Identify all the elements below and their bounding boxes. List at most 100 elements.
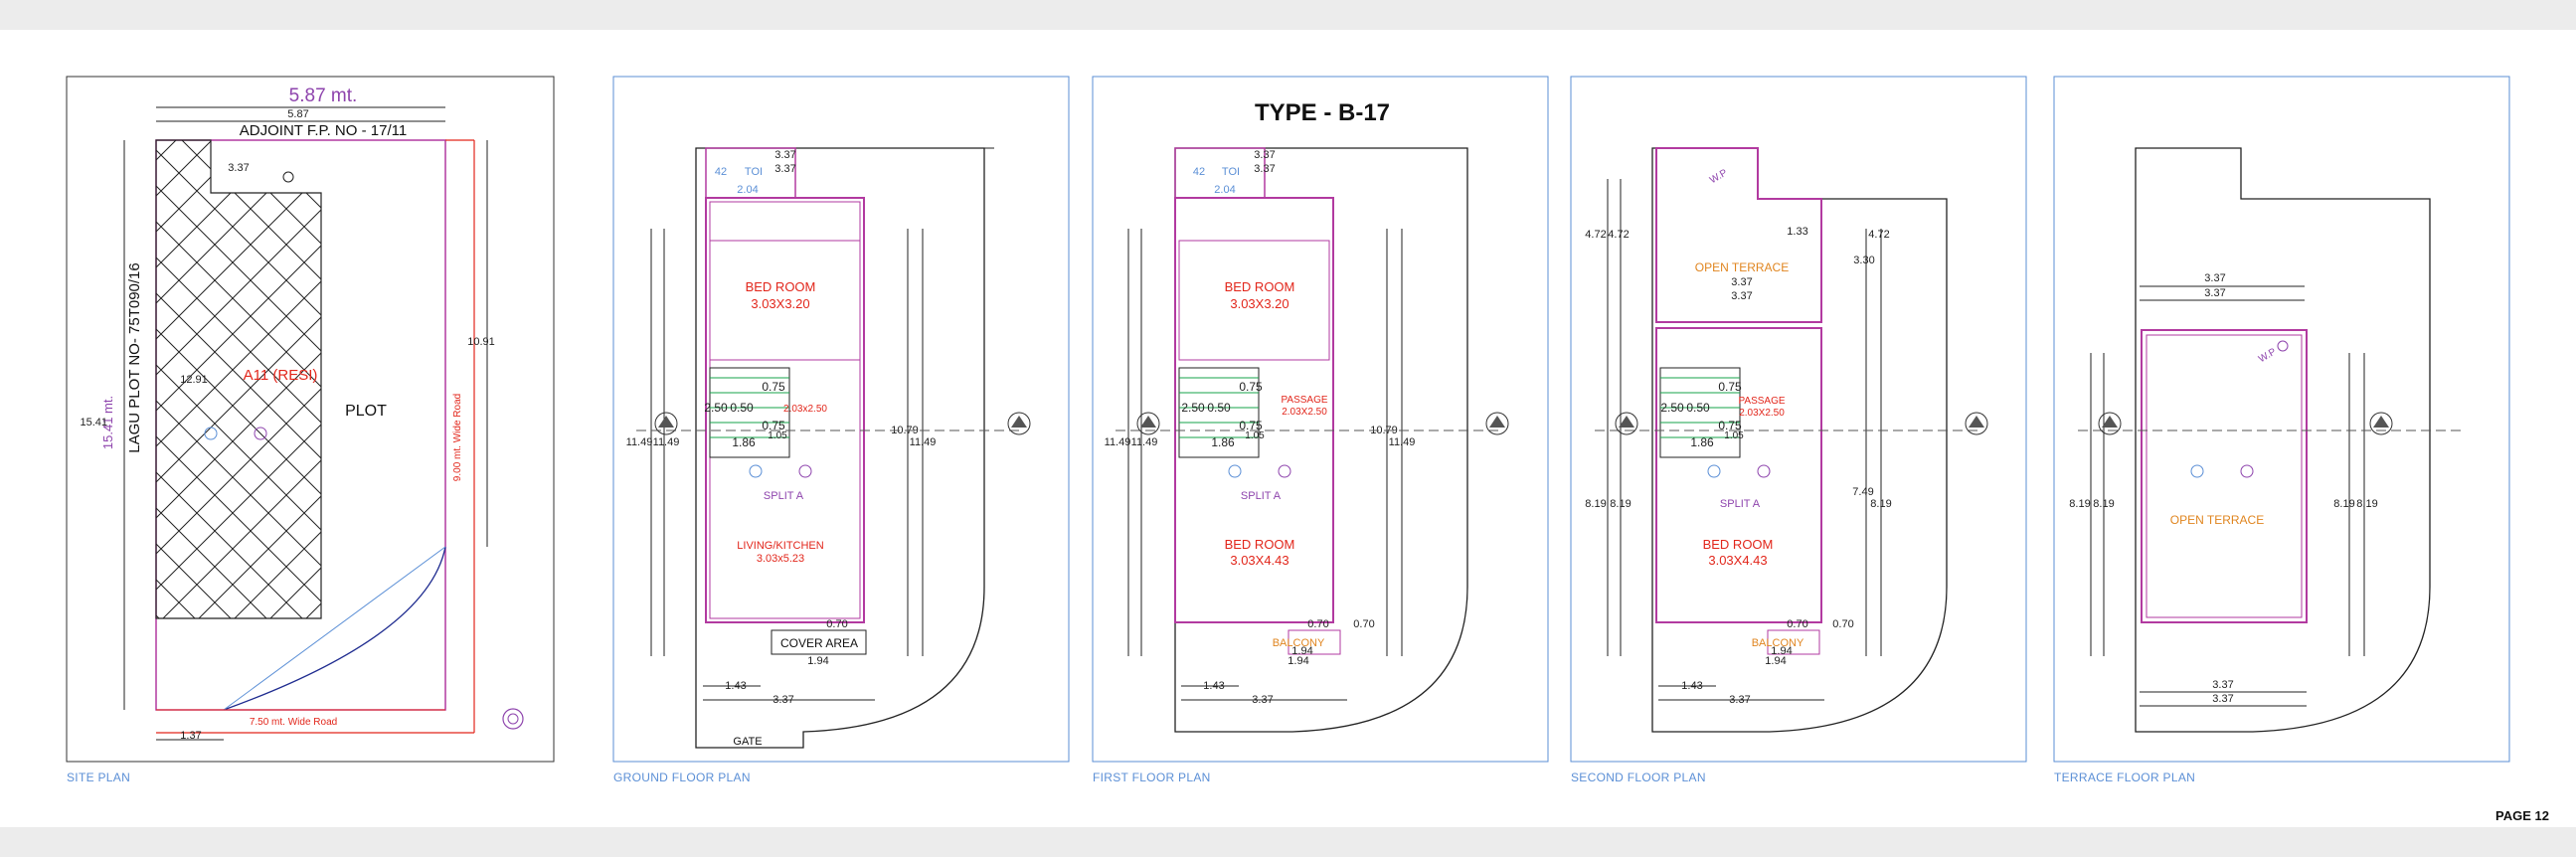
ground-stair-dim-3: 0.50 [730, 401, 754, 415]
second-dim-left-1: 4.72 [1585, 229, 1606, 241]
ground-left-dim-1: 11.49 [626, 436, 653, 448]
first-ac-icon-2 [1278, 464, 1291, 478]
terrace-ac-icon [2190, 464, 2204, 478]
drawing-sheet: 5.87 mt. 5.87 ADJOINT F.P. NO - 17/11 3.… [0, 30, 2576, 827]
first-toilet-label: TOI [1222, 166, 1240, 178]
first-room1-name: BED ROOM [1225, 279, 1295, 294]
first-bottom-dim-1: 1.94 [1288, 655, 1308, 667]
first-bottom-dim-2: 1.43 [1203, 680, 1224, 692]
first-split: SPLIT A [1241, 490, 1282, 502]
terrace-floor-plan: 3.37 3.37 W.P OPEN TERRACE 8.19 8.19 8.1… [2053, 76, 2510, 763]
ground-toilet-d: 2.04 [737, 184, 758, 196]
site-plan-frame [66, 76, 555, 763]
page-title: TYPE - B-17 [1255, 99, 1391, 126]
ground-small-dim: 0.70 [826, 618, 847, 630]
second-right-dim-1: 7.49 [1852, 486, 1873, 498]
first-balcony-dim: 1.94 [1291, 645, 1312, 657]
first-section-marker-icon-2 [1485, 412, 1509, 435]
second-ac-icon [1707, 464, 1721, 478]
second-stair-dim-1: 0.75 [1718, 380, 1742, 394]
first-small-dim-2: 0.70 [1353, 618, 1374, 630]
site-road-bottom-label: 7.50 mt. Wide Road [250, 717, 337, 728]
ground-bottom-dim-2: 1.43 [725, 680, 746, 692]
ground-cover-area: COVER AREA [780, 636, 858, 650]
terrace-parapet [2141, 329, 2308, 623]
site-left-dim-2: 15.41 [80, 417, 107, 428]
ground-frame [612, 76, 1070, 763]
first-plot-outline [1174, 147, 1468, 733]
second-wp: W.P [1708, 167, 1730, 186]
first-stair-dim-5: 1.86 [1211, 435, 1235, 449]
second-stair-dim-5: 1.86 [1690, 435, 1714, 449]
second-balcony: BALCONY [1752, 637, 1804, 649]
site-inner-dim: 12.91 [180, 374, 208, 386]
first-passage-size: 2.03X2.50 [1282, 407, 1327, 418]
second-section-marker-icon-2 [1965, 412, 1988, 435]
page-number: PAGE 12 [2495, 808, 2549, 823]
first-room2-size: 3.03X4.43 [1230, 553, 1288, 568]
second-dim-133: 1.33 [1787, 226, 1807, 238]
second-dim-left-2: 4.72 [1608, 229, 1629, 241]
second-ac-icon-2 [1757, 464, 1771, 478]
terrace-floor-caption: TERRACE FLOOR PLAN [2054, 771, 2196, 784]
ground-bottom-dim-1: 1.94 [807, 655, 828, 667]
first-room1-size: 3.03X3.20 [1230, 296, 1288, 311]
terrace-frame [2053, 76, 2510, 763]
ground-left-dim-2: 11.49 [653, 436, 680, 448]
second-stair-dim-4: 0.75 [1718, 419, 1742, 432]
terrace-section-marker-icon-2 [2369, 412, 2393, 435]
terrace-dim-bottom-1: 3.37 [2212, 679, 2233, 691]
terrace-dim-top-2: 3.37 [2204, 287, 2225, 299]
first-frame [1092, 76, 1549, 763]
site-road-diagonal [223, 546, 446, 711]
second-bottom-dim-2: 1.43 [1681, 680, 1702, 692]
site-road-right-label: 9.00 mt. Wide Road [452, 394, 463, 481]
terrace-left-dim-2: 8.19 [2093, 498, 2114, 510]
terrace-label: OPEN TERRACE [2170, 513, 2264, 527]
ground-plot-outline [695, 147, 985, 749]
terrace-wp-icon [2277, 340, 2289, 352]
ground-ac-icon-2 [798, 464, 812, 478]
site-adjoint: ADJOINT F.P. NO - 17/11 [240, 122, 407, 139]
first-bottom-dim-3: 3.37 [1252, 694, 1273, 706]
first-stair-dim-1: 0.75 [1239, 380, 1263, 394]
second-left-dim-2: 8.19 [1610, 498, 1631, 510]
ground-floor-plan: TOI 42 2.04 3.37 3.37 BED ROOM 3.03X3.20… [612, 76, 1070, 763]
site-top-dim-large: 5.87 mt. [289, 86, 358, 106]
second-room-name: BED ROOM [1703, 537, 1774, 552]
second-frame [1570, 76, 2027, 763]
second-stair-dim-3: 0.50 [1686, 401, 1710, 415]
site-road-curve [223, 546, 446, 711]
second-balcony-box [1767, 629, 1820, 655]
second-left-dim-1: 8.19 [1585, 498, 1606, 510]
ground-gate: GATE [733, 736, 762, 748]
second-bottom-dim-3: 3.37 [1729, 694, 1750, 706]
site-right-dim: 10.91 [467, 336, 495, 348]
ground-room2-name: LIVING/KITCHEN [737, 540, 823, 552]
second-building-walls [1655, 327, 1822, 623]
first-ac-icon [1228, 464, 1242, 478]
ground-room1-size: 3.03X3.20 [751, 296, 809, 311]
first-passage-name: PASSAGE [1281, 395, 1327, 406]
second-right-dim-2: 8.19 [1870, 498, 1891, 510]
ground-stair-dim-6: 1.05 [768, 430, 787, 441]
first-balcony-box [1288, 629, 1341, 655]
ground-toilet [705, 147, 796, 199]
ground-split: SPLIT A [764, 490, 804, 502]
ground-cover-area-box [771, 629, 867, 655]
terrace-right-dim-1: 8.19 [2333, 498, 2354, 510]
site-plot-label: A11 (RESI) [244, 367, 318, 384]
first-toilet-w: 42 [1193, 166, 1205, 178]
site-top-marker [282, 171, 294, 183]
ground-stair-dim-5: 1.86 [732, 435, 756, 449]
site-side-label: LAGU PLOT NO- 75T090/16 [126, 262, 143, 452]
first-dim-top-2: 3.37 [1254, 163, 1275, 175]
ground-room1-name: BED ROOM [746, 279, 816, 294]
ground-stair-dim-4: 0.75 [762, 419, 785, 432]
terrace-wp: W.P [2257, 346, 2279, 365]
second-passage-size: 2.03X2.50 [1739, 408, 1785, 419]
second-dim-right-2: 3.30 [1853, 255, 1874, 266]
first-room2-name: BED ROOM [1225, 537, 1295, 552]
ground-room2-size: 3.03x5.23 [757, 553, 804, 565]
terrace-ac-icon-2 [2240, 464, 2254, 478]
